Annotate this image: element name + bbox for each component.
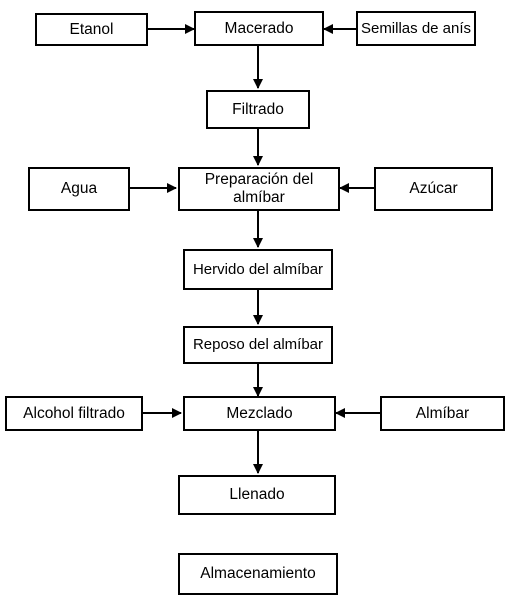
node-hervido-del-almibar: Hervido del almíbar <box>183 249 333 290</box>
node-agua: Agua <box>28 167 130 211</box>
node-mezclado: Mezclado <box>183 396 336 431</box>
node-almacenamiento: Almacenamiento <box>178 553 338 595</box>
node-azucar: Azúcar <box>374 167 493 211</box>
node-reposo-del-almibar: Reposo del almíbar <box>183 326 333 364</box>
node-alcohol-filtrado: Alcohol filtrado <box>5 396 143 431</box>
node-filtrado: Filtrado <box>206 90 310 129</box>
node-preparacion-del-almibar: Preparación del almíbar <box>178 167 340 211</box>
node-macerado: Macerado <box>194 11 324 46</box>
node-llenado: Llenado <box>178 475 336 515</box>
node-almibar: Almíbar <box>380 396 505 431</box>
node-etanol: Etanol <box>35 13 148 46</box>
node-semillas-de-anis: Semillas de anís <box>356 11 476 46</box>
